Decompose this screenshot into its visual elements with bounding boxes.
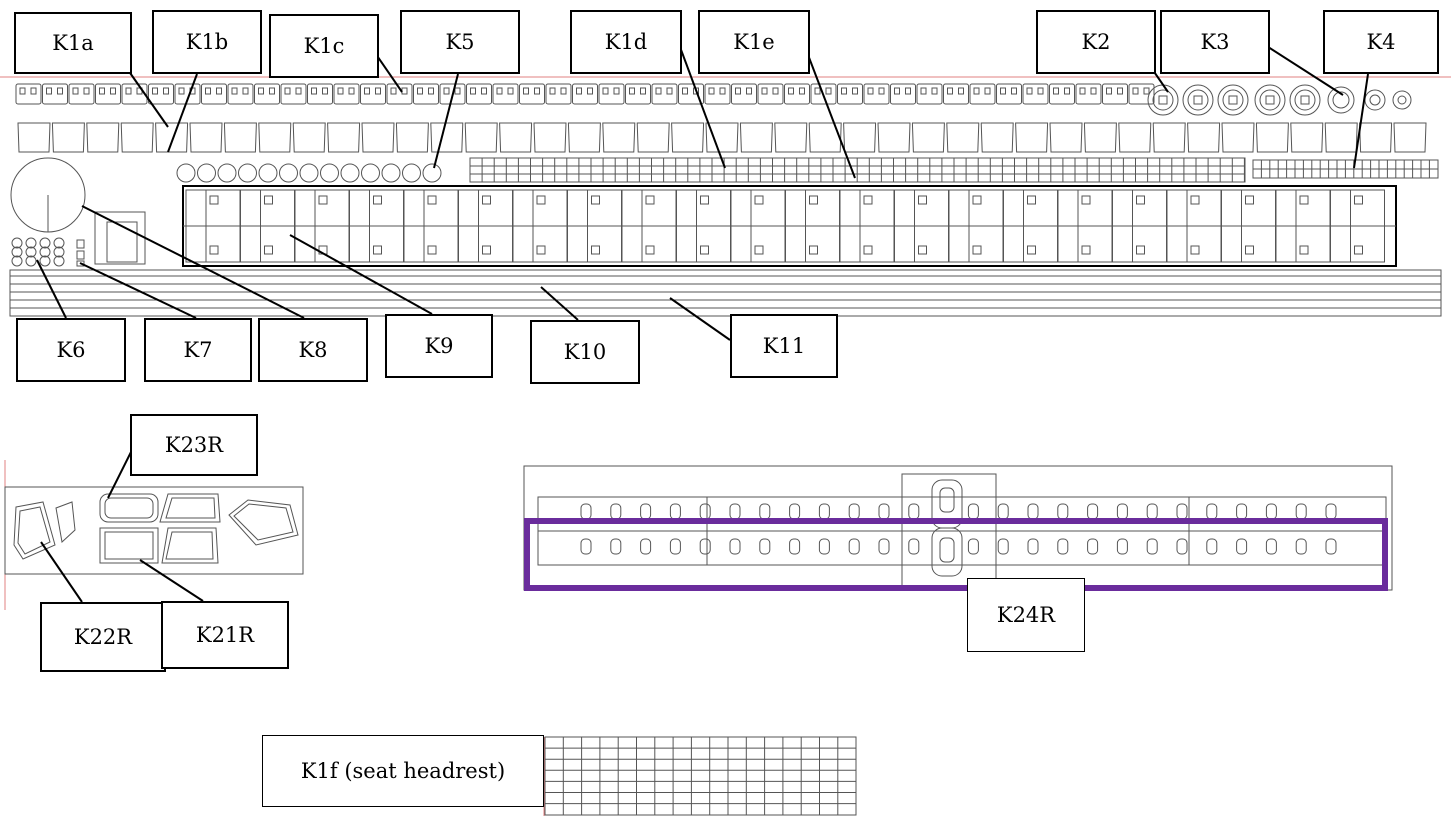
k7-small-rects — [76, 239, 85, 267]
spare-rect — [94, 211, 146, 265]
label-k1d: K1d — [570, 10, 682, 74]
k1-small-parts-row — [15, 83, 1155, 105]
k1d-k1e-strip — [469, 157, 1246, 183]
label-k11: K11 — [730, 314, 838, 378]
label-k21r: K21R — [161, 601, 289, 669]
k24r-plate — [523, 465, 1393, 591]
k1f-headrest-grid — [544, 736, 857, 816]
k9-panel — [182, 185, 1397, 267]
leader-k21r — [139, 559, 204, 602]
leader-k1e — [804, 46, 856, 179]
label-k1f: K1f (seat headrest) — [262, 735, 544, 807]
k6-circle-cluster — [11, 237, 65, 267]
k24r-highlight-box — [524, 518, 1388, 591]
label-k2: K2 — [1036, 10, 1156, 74]
leader-k10 — [540, 286, 579, 321]
k10-k11-strips — [9, 269, 1442, 317]
leader-k5 — [433, 73, 459, 169]
label-k10: K10 — [530, 320, 640, 384]
label-k22r: K22R — [40, 602, 166, 672]
label-k1b: K1b — [152, 10, 262, 74]
label-k9: K9 — [385, 314, 493, 378]
leader-k9 — [289, 234, 433, 315]
k8-dial — [10, 157, 86, 233]
label-k7: K7 — [144, 318, 252, 382]
leader-k4 — [1353, 73, 1369, 169]
label-k23r: K23R — [130, 414, 258, 476]
leader-k7 — [79, 262, 197, 319]
label-k6: K6 — [16, 318, 126, 382]
leader-k23r — [107, 449, 133, 499]
label-k1a: K1a — [14, 12, 132, 74]
k5-circle-row — [176, 163, 442, 183]
label-k5: K5 — [400, 10, 520, 74]
k2-k3-circles — [1147, 84, 1412, 116]
label-k4: K4 — [1323, 10, 1439, 74]
k4-fine-grid — [1252, 159, 1439, 179]
leader-k11 — [669, 297, 731, 341]
label-k1c: K1c — [269, 14, 379, 78]
label-k1e: K1e — [698, 10, 810, 74]
k1b-tile-row — [17, 122, 1427, 153]
leader-k1b — [167, 73, 198, 153]
label-k3: K3 — [1160, 10, 1270, 74]
leader-k1a — [127, 69, 169, 128]
leader-k22r — [40, 541, 83, 603]
label-k8: K8 — [258, 318, 368, 382]
label-k24r: K24R — [967, 578, 1085, 652]
leader-k8 — [81, 205, 305, 319]
k21-k23-plate — [4, 486, 304, 575]
leader-k3 — [1264, 44, 1344, 96]
leader-k1d — [679, 46, 726, 169]
leader-k6 — [36, 259, 67, 319]
